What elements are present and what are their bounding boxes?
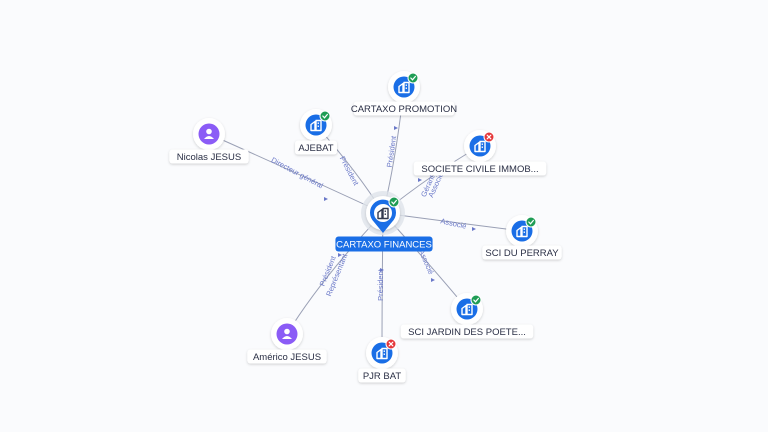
check-badge-icon	[388, 196, 400, 208]
edge-label: Président	[385, 134, 398, 168]
node-label-bg	[295, 140, 337, 155]
cross-badge-icon	[385, 338, 397, 350]
edge-arrow-icon	[431, 278, 435, 282]
node-label: Nicolas JESUS	[177, 152, 241, 163]
edge-label: Associé	[440, 216, 468, 230]
edge-label: Directeur général	[270, 155, 325, 190]
node-label-bg	[353, 101, 455, 116]
building-icon	[516, 225, 528, 238]
node-americo-jesus[interactable]: Américo JESUS	[247, 318, 327, 364]
node-pjr-bat[interactable]: PJR BAT	[358, 337, 406, 383]
node-label: SOCIETE CIVILE IMMOB...	[421, 164, 538, 175]
cross-badge-icon	[483, 131, 495, 143]
node-label: Américo JESUS	[253, 352, 321, 363]
node-label-bg	[358, 368, 406, 383]
node-label-bg	[400, 324, 534, 339]
node-societe-civile[interactable]: SOCIETE CIVILE IMMOB...	[413, 130, 547, 176]
edge-arrow-icon	[324, 197, 328, 201]
node-label: SCI JARDIN DES POETE...	[408, 327, 526, 338]
node-nicolas-jesus[interactable]: Nicolas JESUS	[169, 118, 249, 164]
node-label: AJEBAT	[298, 143, 333, 154]
edge-arrow-icon	[380, 268, 384, 272]
node-sci-du-perray[interactable]: SCI DU PERRAY	[482, 215, 562, 260]
user-icon	[204, 128, 214, 139]
node-sci-jardin[interactable]: SCI JARDIN DES POETE...	[400, 293, 534, 339]
edge-label: Président	[338, 155, 361, 188]
node-label-bg	[482, 245, 562, 260]
edge-label: Président	[376, 268, 385, 301]
edge-arrow-icon	[394, 126, 398, 130]
building-icon	[398, 81, 410, 94]
node-cartaxo-promotion[interactable]: CARTAXO PROMOTION	[351, 71, 457, 116]
edge-line	[208, 133, 384, 214]
node-label-bg	[247, 349, 327, 364]
center-label-bg	[335, 236, 433, 252]
building-icon	[310, 119, 322, 132]
edge-arrow-icon	[418, 178, 422, 182]
node-label: CARTAXO PROMOTION	[351, 104, 457, 115]
building-icon	[474, 140, 486, 153]
center-node[interactable]: CARTAXO FINANCES	[335, 191, 433, 252]
building-icon	[376, 347, 388, 360]
building-icon	[377, 207, 389, 220]
check-badge-icon	[319, 110, 331, 122]
check-badge-icon	[407, 72, 419, 84]
node-label-bg	[413, 161, 547, 176]
center-label: CARTAXO FINANCES	[336, 239, 432, 250]
node-ajebat[interactable]: AJEBAT	[295, 109, 337, 155]
user-icon	[282, 328, 292, 339]
check-badge-icon	[470, 294, 482, 306]
edge-label: Associé	[417, 248, 436, 276]
node-label-bg	[169, 149, 249, 164]
check-badge-icon	[525, 216, 537, 228]
edge-arrow-icon	[338, 253, 342, 257]
edge-arrow-icon	[472, 227, 476, 231]
node-label: SCI DU PERRAY	[485, 248, 559, 259]
building-icon	[461, 303, 473, 316]
node-label: PJR BAT	[363, 371, 402, 382]
